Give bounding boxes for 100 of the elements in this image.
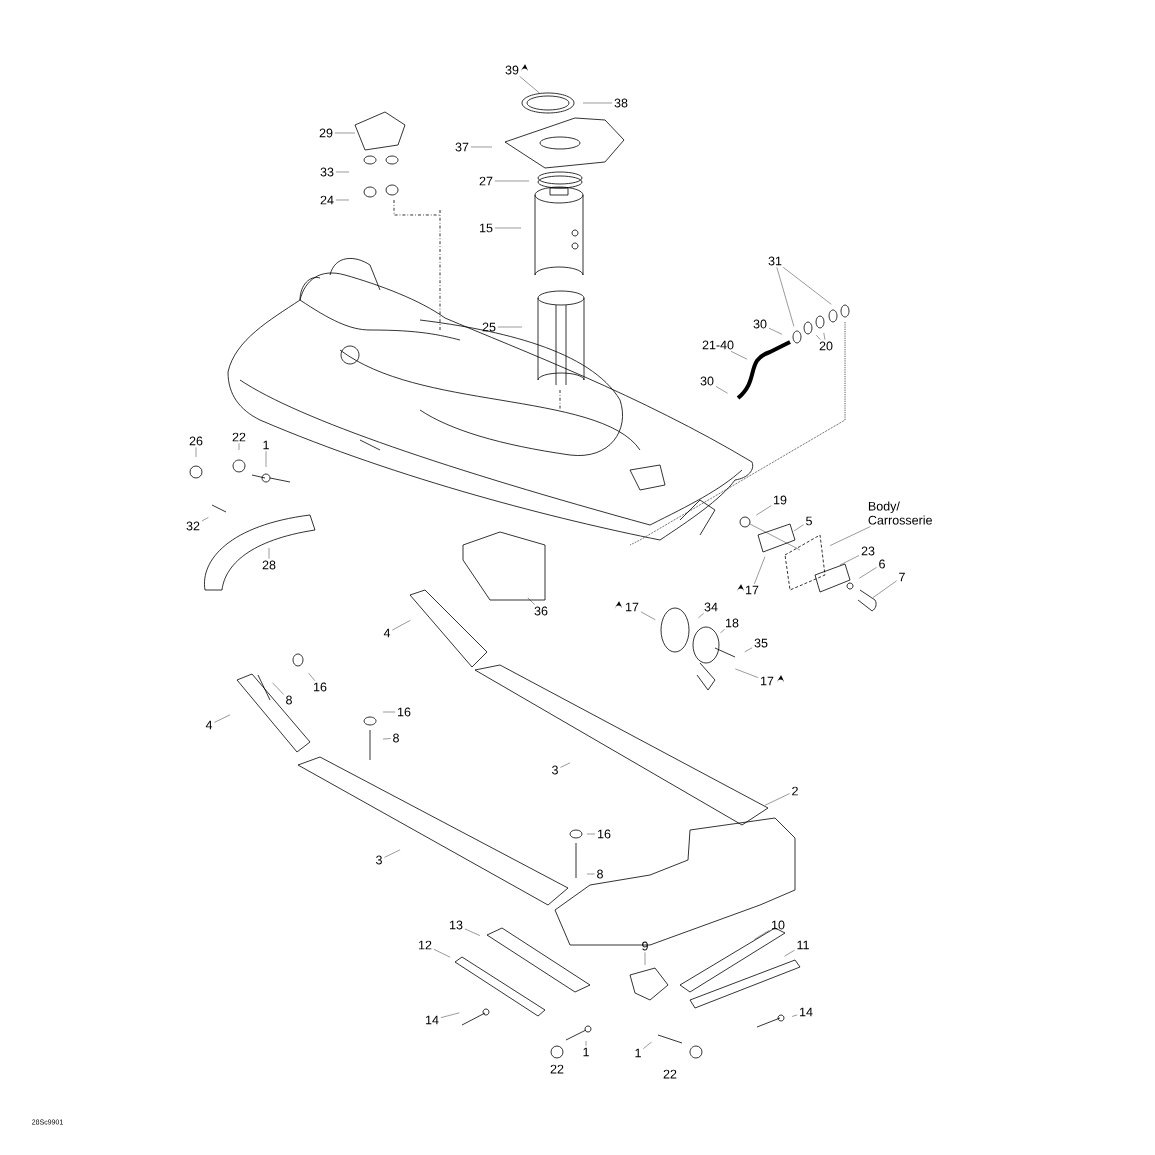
callout-number: 17 — [761, 676, 774, 686]
callout-number: 3 — [552, 765, 558, 775]
leader-line — [265, 451, 267, 468]
leader-line — [195, 447, 197, 458]
leader-line — [214, 714, 231, 723]
leader-line — [497, 326, 523, 328]
callout-number: 22 — [550, 1064, 564, 1074]
callout-number: 14 — [800, 1007, 813, 1017]
callout-number: 25 — [482, 322, 496, 332]
callout-number: 22 — [663, 1069, 677, 1079]
leader-line — [823, 332, 826, 340]
callout-number: 20 — [819, 341, 833, 351]
leader-line — [382, 711, 396, 713]
callout-number: 30 — [700, 376, 714, 386]
callout-number: 19 — [774, 495, 787, 505]
leader-line — [464, 928, 481, 936]
leader-line — [754, 556, 766, 584]
callout-number: 27 — [479, 176, 493, 186]
callout-number: Body/ Carrosserie — [868, 501, 932, 525]
leader-line — [586, 833, 596, 835]
callout-number: 16 — [398, 707, 411, 717]
callout-number: 23 — [861, 546, 875, 556]
leader-line — [754, 930, 770, 940]
leader-line — [494, 180, 530, 182]
callout-number: 17 — [626, 602, 639, 612]
callout-number: 31 — [768, 256, 782, 266]
leader-line — [272, 682, 284, 695]
callout-number: 2 — [792, 786, 798, 796]
leader-line — [494, 227, 522, 229]
callout-number: 24 — [320, 195, 334, 205]
leader-line — [384, 849, 401, 858]
callout-number: 17 — [746, 585, 759, 595]
leader-line — [872, 580, 897, 598]
callout-number: 16 — [314, 682, 327, 692]
leader-line — [744, 647, 753, 652]
callout-number: 8 — [393, 733, 399, 743]
leader-line — [720, 629, 725, 634]
callout-number: 8 — [286, 695, 292, 705]
leader-line — [783, 267, 832, 305]
leader-line — [433, 949, 451, 958]
callout-number: 26 — [189, 436, 203, 446]
leader-line — [768, 327, 783, 335]
leader-line — [238, 443, 240, 451]
leader-line — [440, 1012, 460, 1018]
leader-line — [643, 1041, 652, 1049]
leader-line — [715, 386, 728, 394]
callout-number: 9 — [642, 941, 648, 951]
callout-number: 37 — [455, 142, 469, 152]
leader-line — [335, 171, 350, 173]
leader-line — [794, 524, 804, 532]
leader-line — [560, 762, 571, 768]
leader-line — [859, 567, 877, 579]
callout-number: 21-40 — [702, 340, 734, 350]
callout-number: 15 — [480, 223, 493, 233]
callout-number: 22 — [232, 432, 246, 442]
leader-line — [392, 620, 411, 631]
callout-number: 28 — [262, 560, 276, 570]
callout-number: 1 — [635, 1048, 641, 1058]
callout-number: 8 — [597, 869, 603, 879]
callout-number: 14 — [426, 1015, 439, 1025]
callout-number: 4 — [383, 628, 391, 638]
leader-line — [335, 199, 350, 201]
callout-number: 11 — [797, 940, 809, 950]
leader-line — [816, 335, 821, 340]
leader-line — [640, 611, 656, 620]
leader-line — [382, 738, 391, 740]
callout-number: 38 — [614, 98, 628, 108]
leader-line — [829, 526, 871, 546]
callout-number: 29 — [319, 128, 333, 138]
callout-number: 30 — [753, 319, 767, 329]
callout-number: 6 — [879, 559, 885, 569]
leader-line — [764, 793, 790, 806]
callout-number: 36 — [534, 606, 548, 616]
leader-line — [776, 267, 795, 327]
leader-line — [839, 555, 860, 566]
callout-number: 1 — [263, 440, 269, 450]
leader-line — [644, 952, 646, 966]
callout-number: 39 — [505, 65, 519, 75]
callout-number: 12 — [419, 940, 432, 950]
leader-line — [784, 949, 795, 957]
leader-line — [308, 673, 316, 681]
callout-number: 34 — [704, 602, 718, 612]
leader-line — [334, 132, 356, 134]
callout-number: 13 — [450, 920, 463, 930]
leader-line — [756, 505, 772, 516]
callout-number: 32 — [186, 521, 200, 531]
callout-number: 4 — [205, 720, 213, 730]
leader-line — [519, 76, 540, 94]
leader-line — [585, 1040, 587, 1046]
leader-line — [582, 102, 613, 104]
leader-line — [201, 517, 209, 522]
callout-number: 10 — [772, 920, 785, 930]
leader-line — [586, 873, 595, 875]
callout-number: 35 — [754, 638, 768, 648]
callout-number: 5 — [806, 516, 812, 526]
callout-number: 33 — [320, 167, 334, 177]
callout-number: 3 — [376, 855, 382, 865]
callout-number: 18 — [726, 618, 739, 628]
callout-number: 16 — [598, 829, 611, 839]
leader-line — [730, 351, 748, 360]
